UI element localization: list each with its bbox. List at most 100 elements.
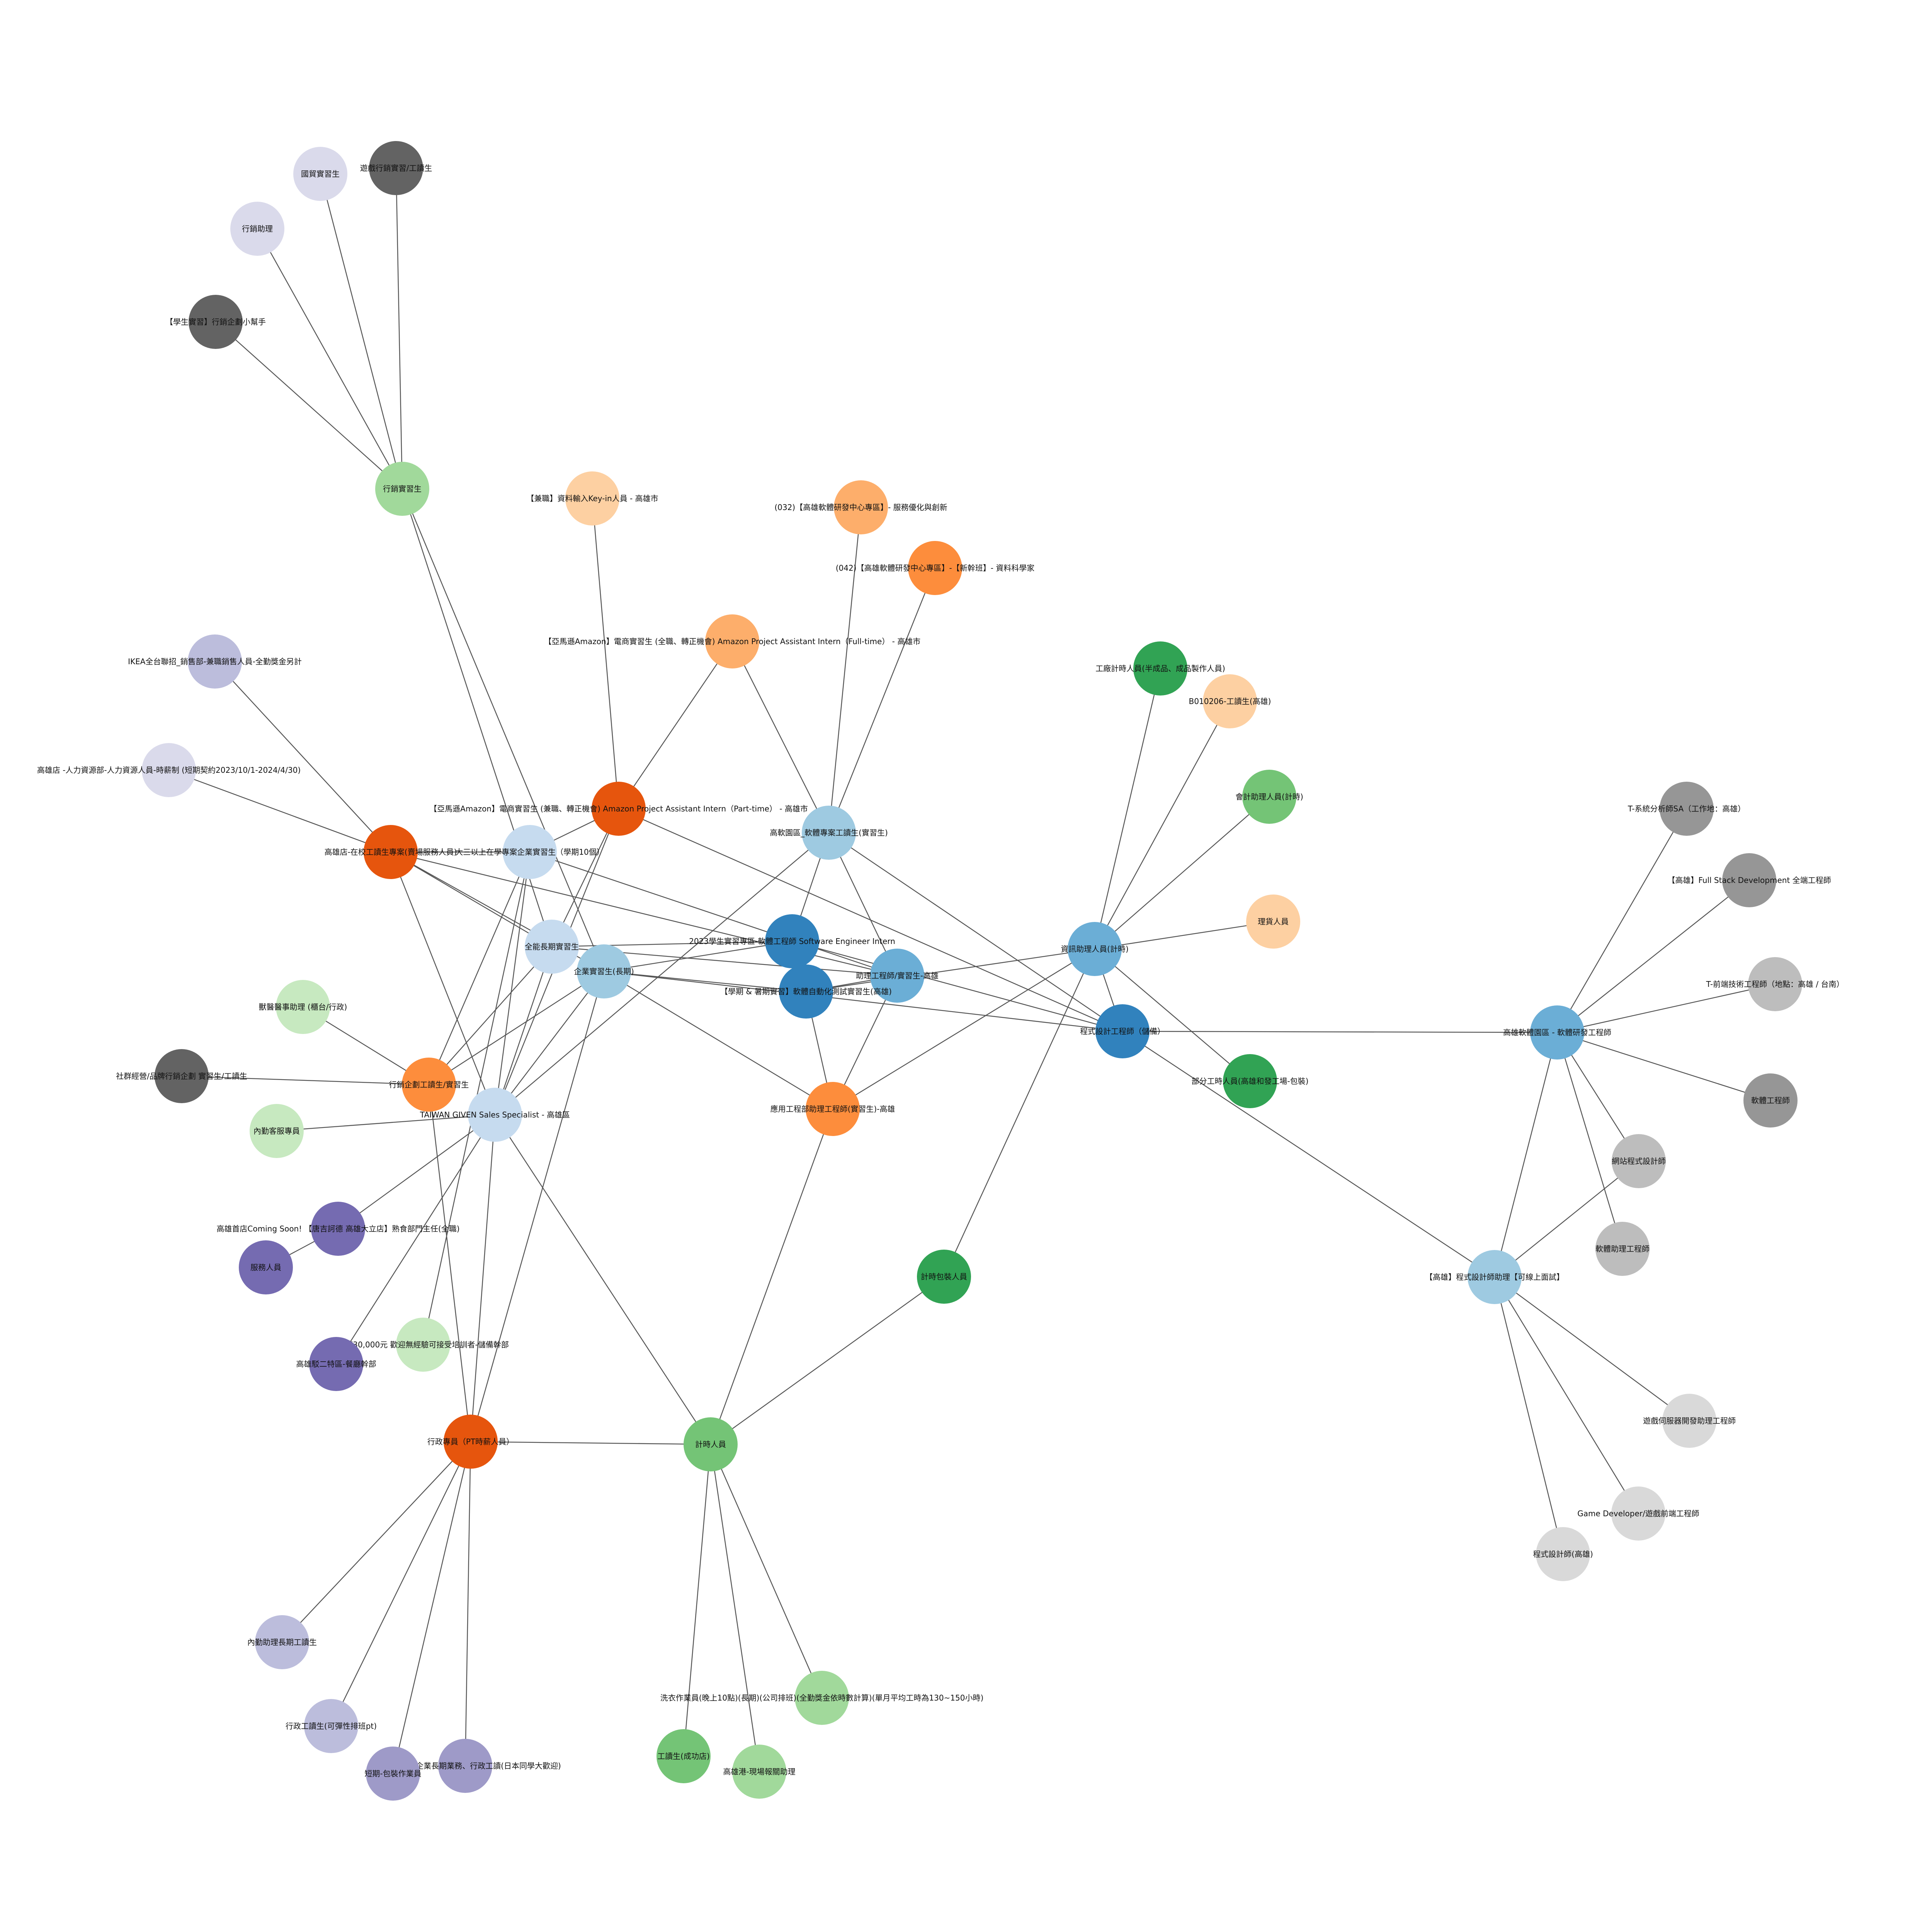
graph-node[interactable]: 計時包裝人員 [917, 1250, 971, 1304]
node-circle[interactable] [577, 944, 631, 998]
node-circle[interactable] [870, 949, 924, 1003]
graph-node[interactable]: 遊戲伺服器開發助理工程師 [1643, 1394, 1736, 1448]
graph-node[interactable]: 助理工程師/實習生-高雄 [856, 949, 939, 1003]
graph-node[interactable]: IKEA全台聯招_銷售部-兼職銷售人員-全勤獎金另計 [128, 634, 302, 689]
node-circle[interactable] [1611, 1486, 1665, 1541]
graph-node[interactable]: (042)【高雄軟體研發中心專區】-【新幹班】- 資料科學家 [836, 541, 1035, 595]
node-circle[interactable] [1662, 1394, 1716, 1448]
node-circle[interactable] [438, 1739, 492, 1793]
node-circle[interactable] [565, 471, 619, 526]
node-circle[interactable] [1748, 957, 1802, 1011]
node-circle[interactable] [1530, 1005, 1584, 1060]
node-circle[interactable] [1068, 922, 1122, 976]
node-circle[interactable] [1595, 1222, 1650, 1276]
graph-node[interactable]: 行銷實習生 [375, 462, 429, 516]
node-circle[interactable] [834, 480, 888, 534]
graph-node[interactable]: 國貿實習生 [293, 147, 347, 201]
node-circle[interactable] [732, 1745, 786, 1799]
graph-node[interactable]: 資訊助理人員(計時) [1061, 922, 1129, 976]
graph-node[interactable]: 高雄店 -人力資源部-人力資源人員-時薪制 (短期契約2023/10/1-202… [37, 743, 301, 797]
graph-node[interactable]: 【學生實習】行銷企劃小幫手 [165, 295, 266, 349]
graph-node[interactable]: 應用工程部助理工程師(實習生)-高雄 [770, 1082, 895, 1136]
graph-node[interactable]: 高雄軟體園區 - 軟體研發工程師 [1503, 1005, 1611, 1060]
node-circle[interactable] [155, 1049, 209, 1103]
node-circle[interactable] [250, 1104, 304, 1158]
graph-node[interactable]: 大三以上在學專案企業實習生（學期10個） [455, 825, 604, 879]
node-circle[interactable] [908, 541, 962, 595]
graph-node[interactable]: 工讀生(成功店) [656, 1729, 711, 1783]
node-circle[interactable] [444, 1415, 498, 1469]
graph-node[interactable]: 高雄首店Coming Soon! 【唐吉訶德 高雄大立店】熟食部門主任(全職) [216, 1202, 460, 1256]
graph-node[interactable]: Game Developer/遊戲前端工程師 [1577, 1486, 1699, 1541]
node-circle[interactable] [1536, 1527, 1590, 1581]
graph-node[interactable]: 內勤助理長期工讀生 [247, 1615, 317, 1669]
node-circle[interactable] [656, 1729, 711, 1783]
graph-node[interactable]: 軟體助理工程師 [1595, 1222, 1650, 1276]
node-circle[interactable] [188, 634, 242, 689]
graph-node[interactable]: 內勤客服專員 [250, 1104, 304, 1158]
graph-node[interactable]: 高雄店-在校工讀生專案(賣場服務人員) [325, 825, 457, 879]
graph-node[interactable]: 工廠計時人員(半成品、成品製作人員) [1095, 641, 1225, 696]
node-circle[interactable] [311, 1202, 365, 1256]
graph-node[interactable]: 程式設計工程師（儲備） [1080, 1004, 1165, 1058]
graph-node[interactable]: 行銷助理 [230, 202, 284, 256]
graph-node[interactable]: 軟體工程師 [1743, 1073, 1798, 1128]
graph-node[interactable]: B010206-工讀生(高雄) [1189, 674, 1271, 728]
node-circle[interactable] [1612, 1134, 1666, 1188]
node-circle[interactable] [917, 1250, 971, 1304]
graph-node[interactable]: 高雄駁二特區-餐廳幹部 [296, 1337, 376, 1391]
graph-node[interactable]: 2023學生實習專區-軟體工程師 Software Engineer Inter… [689, 914, 895, 968]
graph-node[interactable]: 【學期 & 暑期實習】軟體自動化測試實習生(高雄) [720, 964, 892, 1019]
graph-node[interactable]: 高軟園區_軟體專案工讀生(實習生) [770, 806, 888, 860]
node-circle[interactable] [1660, 782, 1714, 836]
node-circle[interactable] [1468, 1250, 1522, 1304]
graph-node[interactable]: 短期-包裝作業員 [364, 1747, 422, 1801]
graph-node[interactable]: 獸醫醫事助理 (櫃台/行政) [259, 980, 347, 1034]
graph-node[interactable]: 起薪30,000元 歡迎無經驗可接受培訓者-儲備幹部 [337, 1318, 509, 1372]
graph-node[interactable]: 【兼職】資料輸入Key-in人員 - 高雄市 [526, 471, 658, 526]
graph-node[interactable]: 行政專員（PT時薪人員） [427, 1415, 514, 1469]
graph-node[interactable]: 部分工時人員(高雄和發工場-包裝) [1192, 1054, 1309, 1108]
graph-node[interactable]: 高雄港-現場報關助理 [723, 1745, 796, 1799]
node-circle[interactable] [375, 462, 429, 516]
node-circle[interactable] [396, 1318, 450, 1372]
graph-node[interactable]: 洗衣作業員(晚上10點)(長期)(公司排班)(全勤獎金依時數計算)(單月平均工時… [660, 1671, 984, 1725]
node-circle[interactable] [1203, 674, 1257, 728]
graph-node[interactable]: 理貨人員 [1246, 895, 1300, 949]
node-circle[interactable] [779, 964, 833, 1019]
node-circle[interactable] [366, 1747, 420, 1801]
node-circle[interactable] [503, 825, 557, 879]
node-circle[interactable] [795, 1671, 849, 1725]
node-circle[interactable] [239, 1240, 293, 1294]
node-circle[interactable] [402, 1058, 456, 1112]
graph-node[interactable]: T-前端技術工程師（地點：高雄 / 台南） [1706, 957, 1844, 1011]
node-circle[interactable] [309, 1337, 363, 1391]
graph-node[interactable]: T-系統分析師SA（工作地：高雄） [1628, 782, 1745, 836]
node-circle[interactable] [1743, 1073, 1798, 1128]
graph-node[interactable]: (032)【高雄軟體研發中心專區】- 服務優化與創新 [774, 480, 947, 534]
node-circle[interactable] [1095, 1004, 1150, 1058]
graph-node[interactable]: 會計助理人員(計時) [1235, 770, 1303, 824]
graph-node[interactable]: 【高雄】程式設計師助理【可線上面試】 [1425, 1250, 1564, 1304]
graph-node[interactable]: TAIWAN GIVEN Sales Specialist - 高雄區 [420, 1088, 570, 1142]
node-circle[interactable] [592, 782, 646, 836]
node-circle[interactable] [276, 980, 330, 1034]
node-circle[interactable] [1133, 641, 1187, 696]
node-circle[interactable] [230, 202, 284, 256]
node-circle[interactable] [525, 920, 579, 974]
node-circle[interactable] [1722, 853, 1776, 907]
node-circle[interactable] [189, 295, 243, 349]
graph-node[interactable]: 社群經營/品牌行銷企劃 實習生/工讀生 [116, 1049, 247, 1103]
graph-node[interactable]: 全能長期實習生 [525, 920, 579, 974]
graph-node[interactable]: 程式設計師(高雄) [1533, 1527, 1593, 1581]
node-circle[interactable] [304, 1699, 358, 1753]
node-circle[interactable] [705, 614, 759, 668]
node-circle[interactable] [369, 141, 423, 195]
graph-node[interactable]: 【亞馬遜Amazon】電商實習生 (兼職、轉正機會) Amazon Projec… [429, 782, 808, 836]
graph-node[interactable]: 【高雄】Full Stack Development 全端工程師 [1667, 853, 1831, 907]
graph-node[interactable]: 行政工讀生(可彈性排班pt) [286, 1699, 377, 1753]
node-circle[interactable] [364, 825, 418, 879]
node-circle[interactable] [684, 1417, 738, 1471]
graph-node[interactable]: 【亞馬遜Amazon】電商實習生 (全職、轉正機會) Amazon Projec… [544, 614, 920, 668]
graph-node[interactable]: 遊戲行銷實習/工讀生 [360, 141, 432, 195]
